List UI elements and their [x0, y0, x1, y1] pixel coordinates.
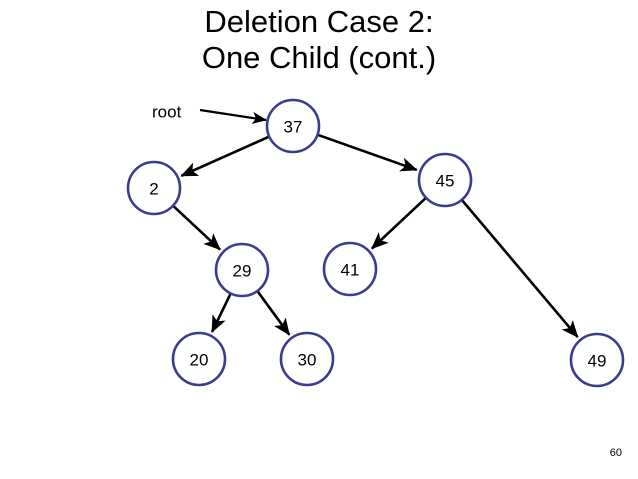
node-label-45: 45 — [436, 172, 455, 191]
tree-edge-n37-to-n45 — [318, 133, 418, 172]
tree-edge-n37-to-n2 — [180, 135, 269, 177]
root-pointer-label: root — [152, 103, 182, 122]
tree-node-29[interactable]: 29 — [214, 242, 270, 298]
tree-edge-n29-to-n30 — [256, 291, 291, 336]
node-circle-30 — [279, 331, 335, 387]
node-circle-41 — [322, 241, 378, 297]
page-number: 60 — [609, 447, 622, 459]
root-pointer-arrow — [199, 108, 267, 125]
node-layer: 37 2 45 29 41 20 30 49 — [126, 98, 625, 388]
node-label-30: 30 — [298, 351, 317, 370]
node-circle-37 — [265, 98, 321, 154]
node-circle-2 — [126, 160, 182, 216]
tree-node-37[interactable]: 37 — [265, 98, 321, 154]
title-line-1: Deletion Case 2: — [204, 4, 434, 39]
tree-node-20[interactable]: 20 — [171, 331, 227, 387]
tree-node-45[interactable]: 45 — [417, 152, 473, 208]
tree-edge-n2-to-n29 — [172, 205, 221, 251]
node-label-20: 20 — [190, 351, 209, 370]
root-pointer: root — [152, 103, 267, 125]
edge-layer — [172, 133, 579, 338]
node-circle-49 — [569, 332, 625, 388]
node-circle-29 — [214, 242, 270, 298]
tree-edge-n45-to-n49 — [461, 199, 579, 338]
tree-node-41[interactable]: 41 — [322, 241, 378, 297]
tree-edge-n29-to-n20 — [210, 293, 232, 333]
page-title: Deletion Case 2: One Child (cont.) — [0, 4, 638, 76]
title-line-2: One Child (cont.) — [201, 40, 437, 75]
tree-node-2[interactable]: 2 — [126, 160, 182, 216]
node-label-49: 49 — [588, 352, 607, 371]
node-label-37: 37 — [284, 118, 303, 137]
tree-node-49[interactable]: 49 — [569, 332, 625, 388]
node-label-41: 41 — [341, 261, 360, 280]
node-circle-20 — [171, 331, 227, 387]
node-circle-45 — [417, 152, 473, 208]
tree-node-30[interactable]: 30 — [279, 331, 335, 387]
node-label-2: 2 — [149, 180, 158, 199]
tree-edge-n45-to-n41 — [371, 197, 427, 250]
node-label-29: 29 — [233, 262, 252, 281]
